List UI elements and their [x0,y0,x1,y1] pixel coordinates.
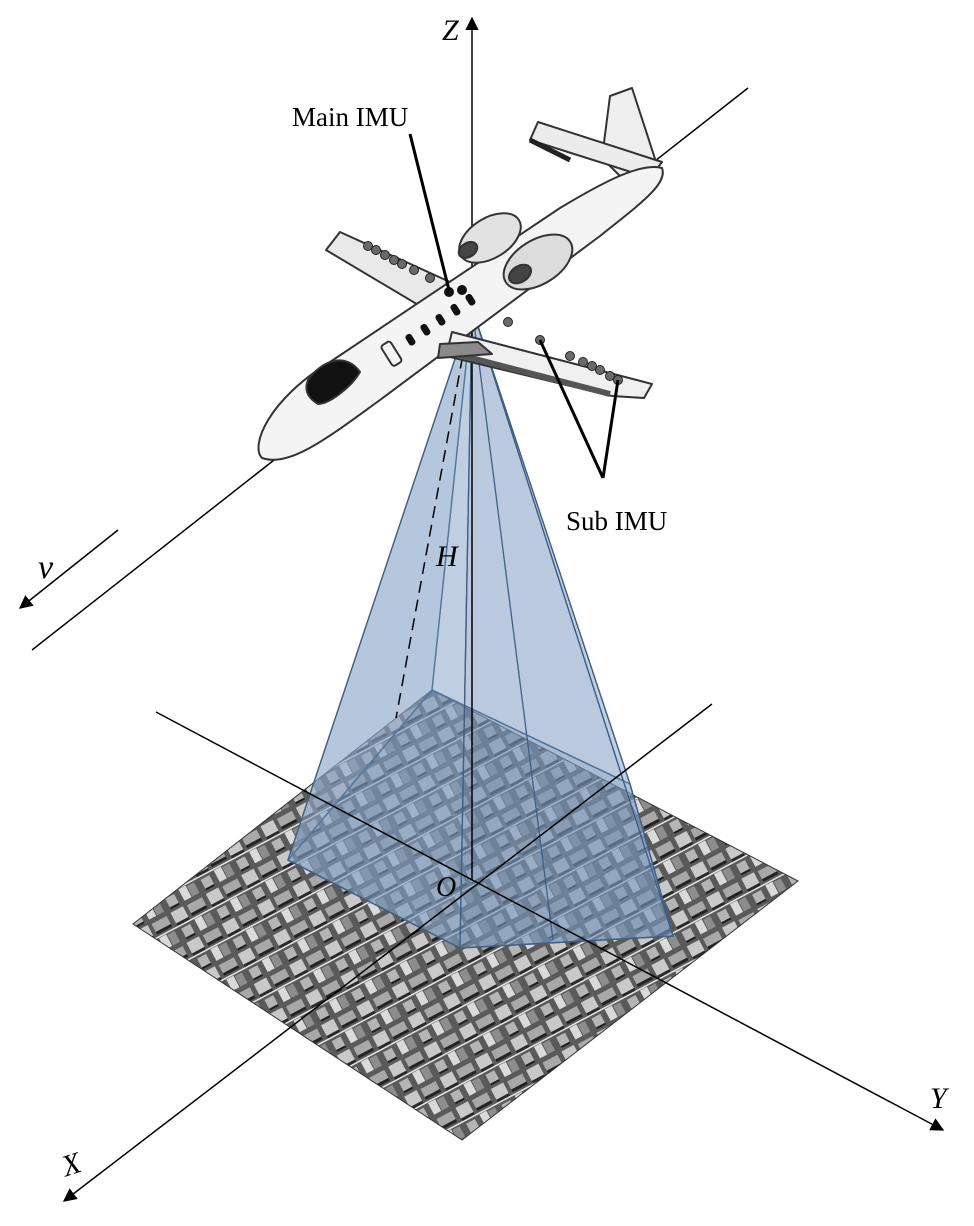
business-jet-icon [257,87,664,461]
sub-imu-far-wing [363,241,435,283]
origin-label: O [436,872,456,903]
main-imu-leader [408,133,451,291]
height-label: H [435,540,460,573]
velocity-label: v [38,549,54,586]
y-axis-label: Y [930,1082,950,1115]
ground-axes [62,16,945,1202]
radar-beam-frustum [287,307,674,950]
height-dashed-line [395,337,467,719]
sub-imu-leaders [538,339,620,479]
main-imu-label: Main IMU [292,102,408,132]
ground-aerial-image [132,689,799,1141]
main-imu-node [444,285,467,297]
sub-imu-label: Sub IMU [566,506,667,536]
y-axis-line [155,711,945,1131]
x-axis-line [62,703,713,1202]
x-axis-label: X [57,1146,87,1184]
velocity-arrow [18,529,119,609]
z-axis-label: Z [442,14,459,47]
